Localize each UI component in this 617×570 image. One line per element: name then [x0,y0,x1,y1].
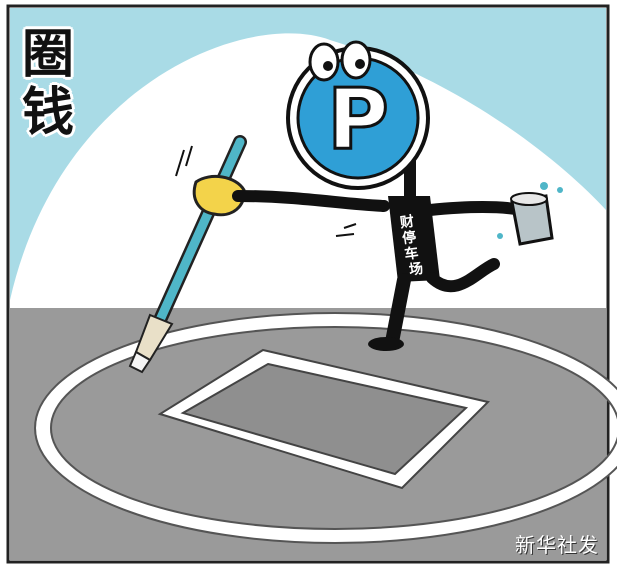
cartoon-title: 圈 钱 [22,26,88,142]
frame-border [6,4,610,564]
cloud [10,33,606,320]
motion-lines [175,145,357,237]
body-text-char-4: 场 [408,261,424,279]
paint-brush-icon [128,135,247,374]
parking-sign-letter: P [327,70,389,168]
body-text-char-2: 停 [401,228,417,247]
body-text-char-3: 车 [403,244,419,263]
left-arm [232,190,390,212]
right-arm [424,201,528,216]
title-line-2: 钱 [22,83,75,143]
glove-hand [192,174,246,217]
right-leg [426,258,500,293]
character-body [388,196,440,282]
paint-bucket-icon [497,182,563,246]
painted-circle [36,313,617,543]
body-text-char-1: 财 [398,213,415,232]
left-shoe [368,337,404,351]
credit-label: 新华社发 [515,533,599,557]
character-eyes [308,40,372,82]
left-leg [385,273,411,349]
character-body-text: 财 停 车 场 [398,212,427,279]
painted-circle-inner-outline [50,326,617,530]
title-line-1: 圈 [22,25,75,85]
painted-circle-outline [34,312,617,544]
parking-space-inner [180,362,469,476]
